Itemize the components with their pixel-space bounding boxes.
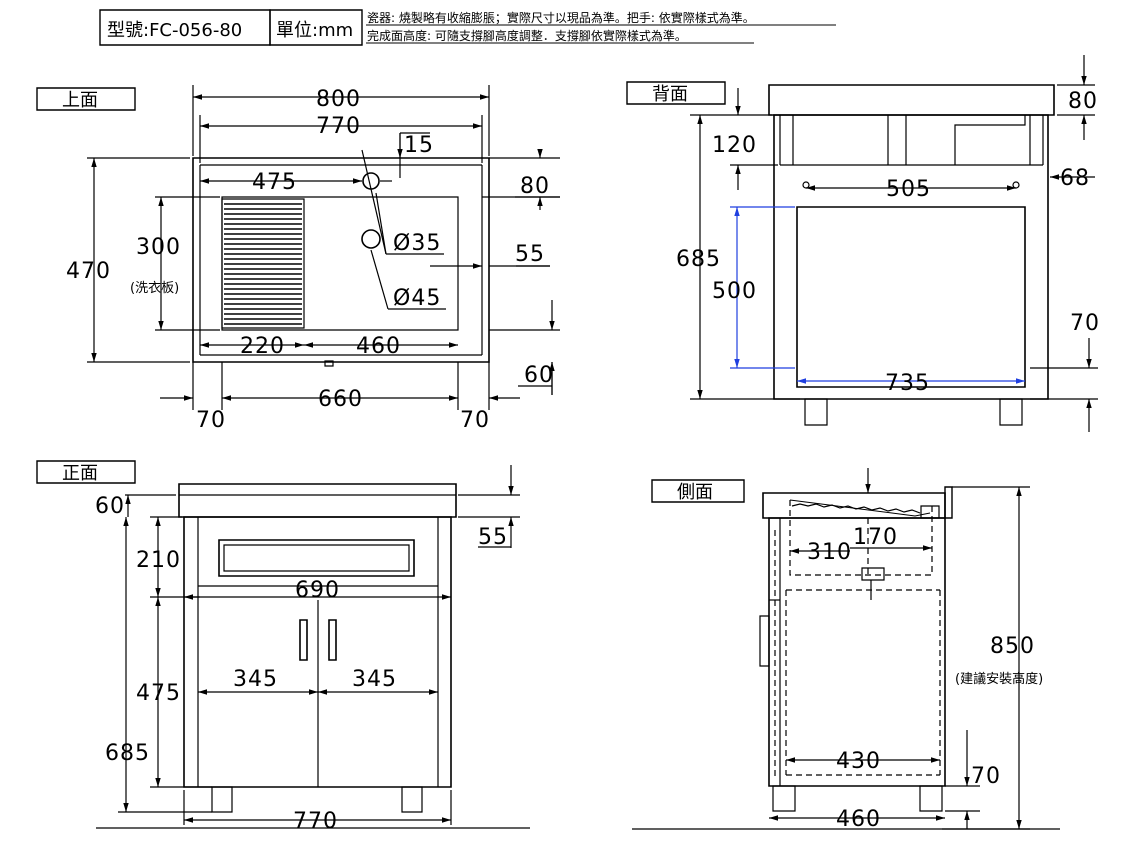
dim-70: 70 [1070, 311, 1100, 336]
view-title-box [37, 88, 135, 110]
dim-55: 55 [515, 242, 545, 267]
back-view: 背面 80 120 68 505 685 500 [627, 55, 1100, 432]
dim-660: 660 [318, 387, 363, 412]
back-body [774, 115, 1048, 399]
side-body [769, 518, 945, 786]
dim-300: 300 [136, 235, 181, 260]
dim-500: 500 [712, 279, 757, 304]
dim-685: 685 [676, 247, 721, 272]
door-handle [300, 620, 307, 660]
dim-475: 475 [136, 681, 181, 706]
dim-210: 210 [136, 548, 181, 573]
view-title: 正面 [62, 463, 98, 484]
hidden-lines [775, 500, 940, 780]
dim-850: 850 [990, 634, 1035, 659]
dim-685: 685 [105, 741, 150, 766]
unit-label: 單位:mm [276, 20, 353, 41]
leg [920, 786, 942, 811]
dim-68: 68 [1060, 166, 1090, 191]
side-view: 側面 170 310 850 (建議安裝高度) [632, 468, 1060, 832]
unit-box [270, 10, 362, 45]
top-view: 上面 [37, 85, 560, 433]
side-handle [760, 616, 769, 666]
front-drawer [219, 540, 414, 576]
dim-60: 60 [524, 363, 554, 388]
dim-770: 770 [316, 114, 361, 139]
washboard-ribs [222, 199, 304, 328]
view-title: 上面 [62, 90, 98, 111]
front-view: 正面 60 55 210 690 345 345 475 [37, 461, 530, 834]
dim-345a: 345 [233, 667, 278, 692]
note-ceramic: 瓷器: 燒製略有收縮膨脹；實際尺寸以現品為準。把手: 依實際樣式為準。 [367, 10, 755, 25]
dim-505: 505 [886, 177, 931, 202]
washboard-label: (洗衣板) [130, 280, 179, 296]
dim-460: 460 [356, 334, 401, 359]
dim-800: 800 [316, 87, 361, 112]
sink-outline [193, 158, 489, 362]
dim-55: 55 [478, 525, 508, 550]
dim-735: 735 [885, 371, 930, 396]
view-title: 背面 [652, 84, 688, 105]
dim-15: 15 [404, 133, 434, 158]
dim-470: 470 [66, 259, 111, 284]
dim-dia45: Ø45 [393, 286, 441, 311]
leg [805, 399, 827, 425]
view-title-box [627, 82, 725, 104]
dim-690: 690 [295, 578, 340, 603]
mount-hole [803, 182, 809, 188]
note-height: 完成面高度: 可隨支撐腳高度調整．支撐腳依實際樣式為準。 [367, 28, 687, 43]
dim-460: 460 [836, 807, 881, 832]
dim-310: 310 [807, 540, 852, 565]
view-title: 側面 [677, 482, 713, 503]
dim-dia35: Ø35 [393, 231, 441, 256]
dim-60: 60 [95, 494, 125, 519]
leg [402, 787, 422, 812]
view-title-box [37, 461, 135, 483]
drain-hole [362, 230, 380, 248]
dim-770: 770 [293, 809, 338, 834]
door-handle [329, 620, 336, 660]
dim-70a: 70 [196, 408, 226, 433]
dim-80: 80 [520, 174, 550, 199]
install-height-label: (建議安裝高度) [955, 671, 1043, 687]
dim-120: 120 [712, 133, 757, 158]
dim-475: 475 [252, 170, 297, 195]
back-top [769, 85, 1054, 115]
dim-80: 80 [1068, 89, 1098, 114]
leg [773, 786, 795, 811]
front-countertop [179, 484, 456, 517]
header: 型號:FC-056-80 單位:mm 瓷器: 燒製略有收縮膨脹；實際尺寸以現品為… [100, 10, 836, 45]
back-opening [797, 207, 1025, 387]
leg [212, 787, 232, 812]
model-label: 型號:FC-056-80 [107, 20, 242, 41]
dim-345b: 345 [352, 667, 397, 692]
mount-hole [1013, 182, 1019, 188]
leg [1000, 399, 1022, 425]
dim-220: 220 [240, 334, 285, 359]
drain-pipe [862, 568, 884, 580]
dim-70: 70 [971, 764, 1001, 789]
dim-70b: 70 [460, 408, 490, 433]
view-title-box [652, 480, 744, 502]
drain-outlet [325, 361, 333, 366]
dim-170: 170 [853, 525, 898, 550]
dim-430: 430 [836, 749, 881, 774]
